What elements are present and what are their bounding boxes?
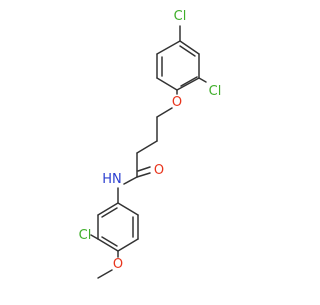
molecule-canvas: Cl Cl O O HN Cl O <box>79 9 222 279</box>
bond <box>156 77 178 91</box>
carbonyl-oxygen-label: O <box>154 163 164 178</box>
bond <box>180 76 198 87</box>
bond <box>117 238 139 252</box>
chlorine-label: Cl <box>174 9 187 24</box>
bond <box>136 172 151 178</box>
hydrogen-label: H <box>102 172 112 187</box>
bond <box>156 107 173 118</box>
bond <box>97 238 119 252</box>
bond <box>156 40 181 55</box>
ether-oxygen-label: O <box>172 95 182 110</box>
bond <box>101 236 118 247</box>
methoxy-oxygen-label: O <box>113 257 123 272</box>
structure-svg: Cl Cl O O HN Cl O <box>79 9 222 279</box>
bond <box>137 166 151 172</box>
bond <box>90 234 99 240</box>
bond <box>179 40 200 55</box>
bond <box>198 77 207 83</box>
butanamide-chain <box>123 107 173 185</box>
bond <box>117 202 139 216</box>
bond <box>123 176 138 185</box>
bond <box>176 77 200 91</box>
bond <box>97 202 119 216</box>
chlorine-label: Cl <box>209 84 222 99</box>
bond <box>136 140 158 154</box>
nitrogen-label: N <box>112 172 122 187</box>
bond <box>101 207 118 218</box>
amide-nitrogen-label: HN <box>102 172 122 187</box>
chlorine-label: Cl <box>79 228 92 243</box>
bond <box>179 45 196 57</box>
dichlorophenyl-ring <box>156 40 200 91</box>
bond <box>97 269 113 279</box>
chloro-methoxyphenyl-ring <box>97 202 139 252</box>
